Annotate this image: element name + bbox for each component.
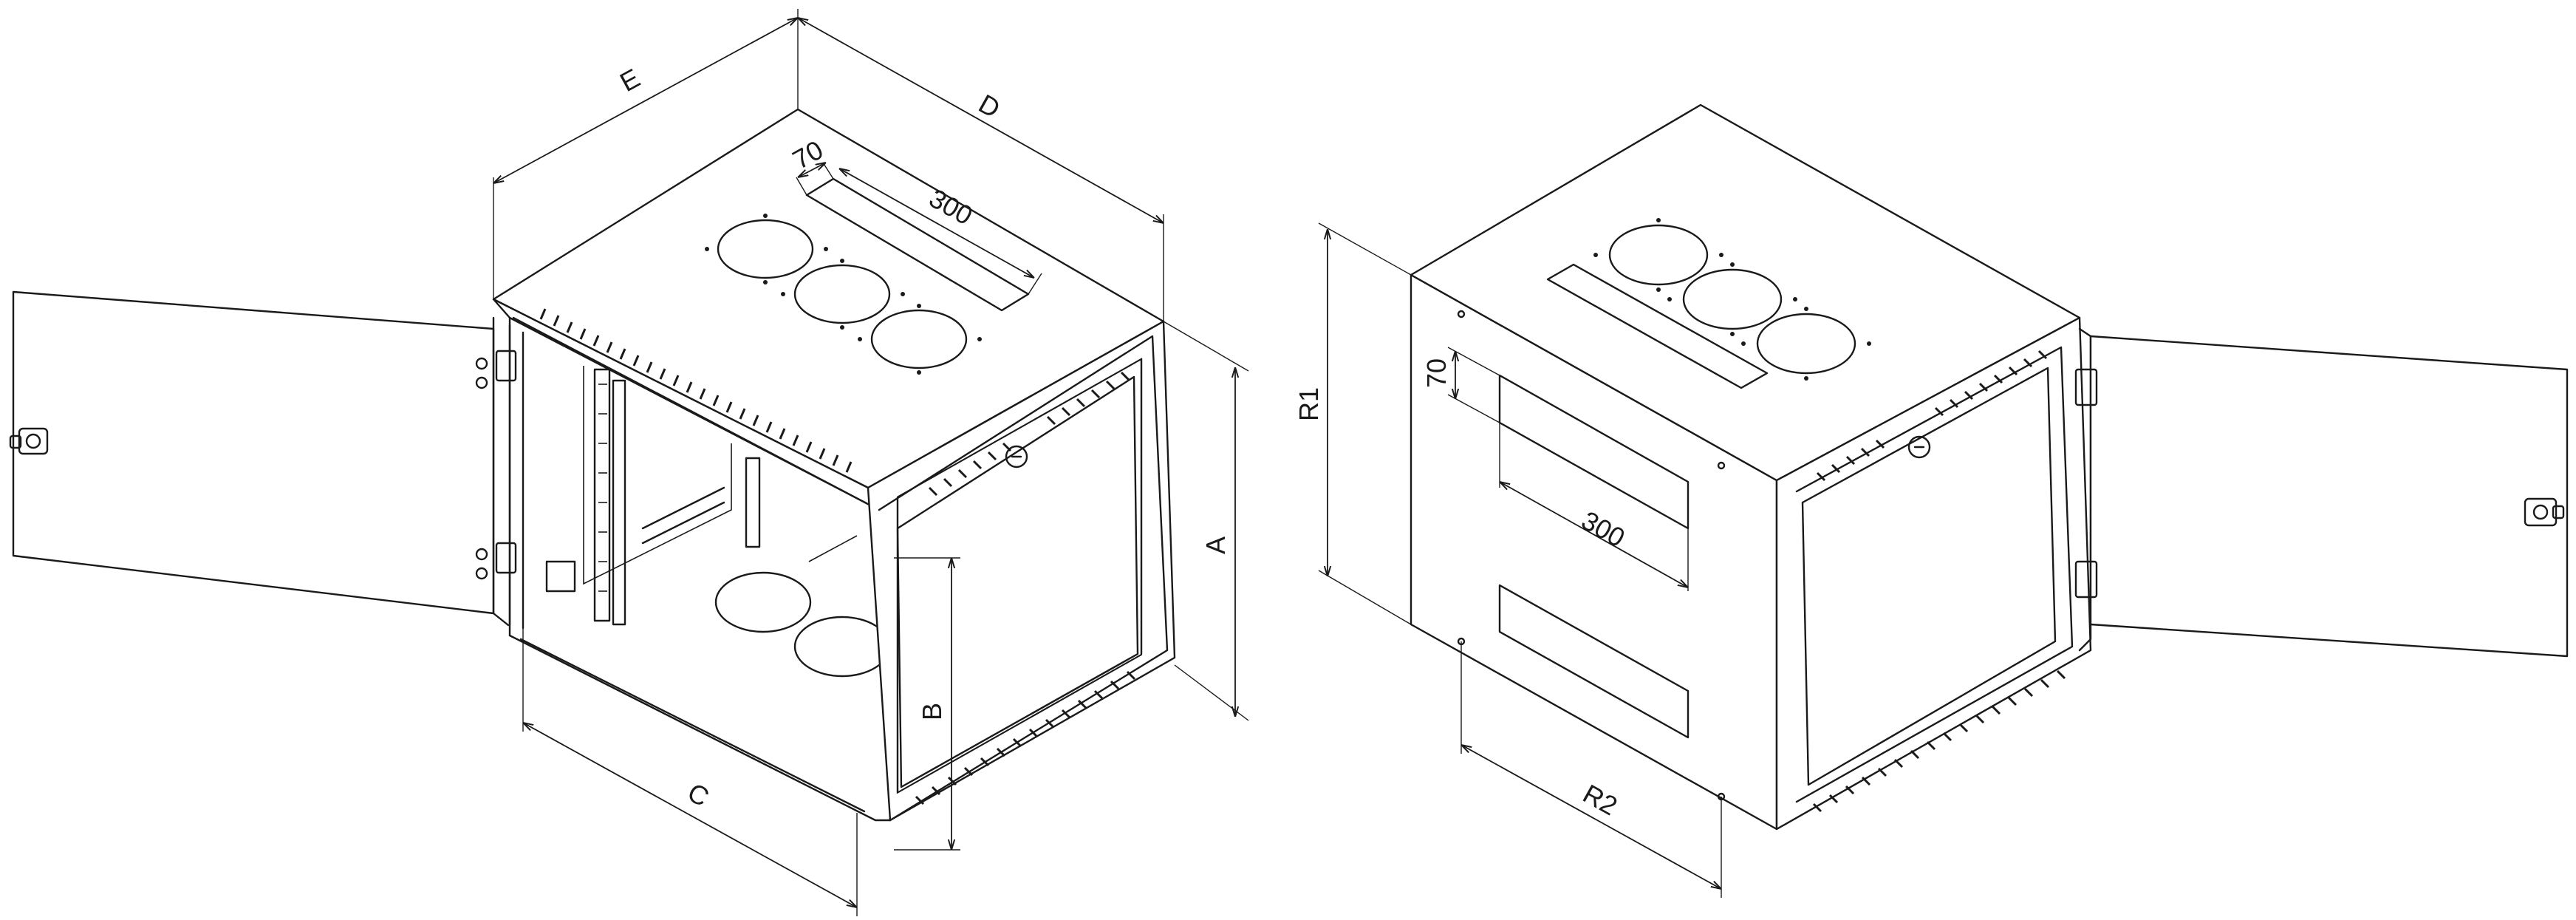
dim-B-label: B <box>917 703 947 720</box>
rear-front-vents-top <box>1816 350 2048 482</box>
rear-front-panel <box>1775 316 2092 831</box>
bottom-cable-glands <box>714 535 891 678</box>
open-door-right <box>2074 327 2569 658</box>
rear-view: R1 70 300 R2 <box>1294 103 2569 898</box>
dim-C: C <box>523 628 857 916</box>
dim-R2-label: R2 <box>1578 778 1622 821</box>
dim-E-label: E <box>615 63 645 98</box>
dim-C-label: C <box>683 777 714 812</box>
rear-lock-icon <box>1907 435 1931 459</box>
dim-A-label: A <box>1200 536 1231 554</box>
front-view: D E 70 300 A <box>9 9 1249 916</box>
rear-front-vents-bottom <box>1812 669 2066 813</box>
door-lock-icon <box>9 427 49 455</box>
dim-70-label-rear: 70 <box>1421 358 1452 388</box>
side-lock-icon <box>1005 445 1028 468</box>
open-door-left <box>9 290 495 615</box>
interior-rails <box>545 366 761 626</box>
dim-A: A <box>1163 321 1249 721</box>
dim-R1: R1 <box>1294 222 1412 625</box>
top-vent-slots <box>539 308 853 473</box>
door-lock-right-icon <box>2524 497 2565 527</box>
rear-lower-slot <box>1498 584 1690 739</box>
side-panel-inner-outline <box>896 375 1139 788</box>
side-panel <box>867 320 1176 822</box>
rear-top-slot <box>1546 263 1769 389</box>
dim-R1-label: R1 <box>1294 387 1324 421</box>
side-vent-slots-top <box>928 371 1130 497</box>
dim-B: B <box>894 557 960 851</box>
rear-top-cable-glands <box>1593 218 1871 381</box>
dim-70-rear: 70 <box>1421 347 1500 423</box>
top-cable-glands <box>705 214 982 375</box>
